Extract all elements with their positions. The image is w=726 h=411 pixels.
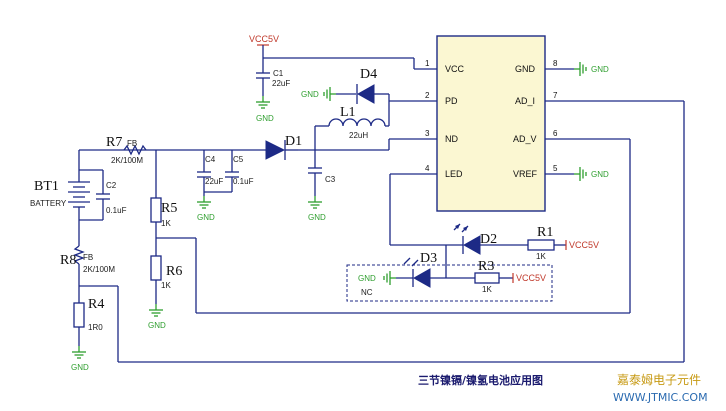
r4-ref: R4 [88,297,104,312]
l1-value: 22uH [349,131,368,140]
d3-ref: D3 [420,251,437,266]
r8-tag: FB [83,253,93,262]
c2-value: 0.1uF [106,206,127,215]
gnd-label: GND [358,274,376,283]
d2-ref: D2 [480,232,497,247]
c1-ref: C1 [273,69,284,78]
r5-value: 1K [161,219,171,228]
gnd-label: GND [71,363,89,372]
c5-ref: C5 [233,155,244,164]
ic-pin-label-ad-i: AD_I [515,96,535,106]
ic-pin-label-ad-v: AD_V [513,134,537,144]
vcc-net-label: VCC5V [249,34,279,44]
nc-label: NC [361,288,373,297]
vcc-top: VCC5V [249,34,415,69]
ic-pin-num-6: 6 [553,129,558,138]
ic-pin-num-2: 2 [425,91,430,100]
ic-pin-num-3: 3 [425,129,430,138]
inductor-l1: L1 22uH [314,101,414,150]
r5-ref: R5 [161,201,177,216]
ic-pin-label-led: LED [445,169,463,179]
r1-value: 1K [536,252,546,261]
vcc-net-label: VCC5V [516,273,546,283]
capacitor-c2: C2 0.1uF [79,169,127,221]
capacitor-c3: C3 GND [307,150,336,222]
ic-pin-label-pd: PD [445,96,458,106]
resistor-r4: R4 1R0 GND [71,296,104,372]
gnd-pin8: GND [573,61,609,77]
r7-tag: FB [127,139,137,148]
resistor-r1: R1 1K VCC5V [527,225,599,261]
c4-value: 22uF [205,177,223,186]
r6-value: 1K [161,281,171,290]
c2-ref: C2 [106,181,117,190]
ic-pin-num-5: 5 [553,164,558,173]
resistor-r7: R7 FB 2K/100M [106,135,147,165]
battery-bt1: BT1 BATTERY [30,150,90,246]
diagram-caption: 三节镍镉/镍氢电池应用图 [418,373,543,387]
gnd-label: GND [591,170,609,179]
control-ic: 1 VCC 2 PD 3 ND 4 LED 8 GND 7 AD_I 6 AD_… [414,35,574,212]
gnd-label: GND [308,213,326,222]
ic-pin-label-nd: ND [445,134,458,144]
gnd-label: GND [197,213,215,222]
c3-ref: C3 [325,175,336,184]
watermark-brand: 嘉泰姆电子元件 [617,373,701,387]
r7-value: 2K/100M [111,156,143,165]
bt1-ref: BT1 [34,179,59,194]
gnd-pin5: GND [573,166,609,182]
ic-pin-num-4: 4 [425,164,430,173]
led-d2: D2 [389,173,528,255]
ic-pin-num-7: 7 [553,91,558,100]
r3-value: 1K [482,285,492,294]
bt1-value: BATTERY [30,199,67,208]
nc-option-box: NC GND D3 R3 1K VCC5V [346,245,553,302]
d4-ref: D4 [360,67,377,82]
resistor-r5: R5 1K [150,138,631,314]
c1-value: 22uF [272,79,290,88]
diode-d4: GND D4 [301,67,414,104]
watermark-url: WWW.JTMIC.COM [613,391,708,404]
c5-value: 0.1uF [233,177,254,186]
resistor-r8: R8 FB 2K/100M [60,100,685,363]
c4-ref: C4 [205,155,216,164]
r7-ref: R7 [106,135,122,150]
ic-pin-num-1: 1 [425,59,430,68]
diode-d1: D1 [265,134,302,160]
ic-pin-num-8: 8 [553,59,558,68]
r1-ref: R1 [537,225,553,240]
ic-body [436,35,546,212]
r8-value: 2K/100M [83,265,115,274]
gnd-label: GND [301,90,319,99]
r6-ref: R6 [166,264,182,279]
resistor-r6: R6 1K GND [148,255,182,330]
r3-ref: R3 [478,259,494,274]
ic-pin-label-vcc: VCC [445,64,465,74]
capacitor-c4: C4 22uF GND [196,150,223,222]
gnd-label: GND [148,321,166,330]
capacitor-c5: C5 0.1uF [204,150,254,193]
ic-pin-label-gnd: GND [515,64,536,74]
ic-pin-label-vref: VREF [513,169,538,179]
gnd-label: GND [256,114,274,123]
r4-value: 1R0 [88,323,103,332]
d1-ref: D1 [285,134,302,149]
r8-ref: R8 [60,253,76,268]
l1-ref: L1 [340,105,356,120]
vcc-net-label: VCC5V [569,240,599,250]
capacitor-c1: C1 22uF GND [255,58,290,123]
gnd-label: GND [591,65,609,74]
